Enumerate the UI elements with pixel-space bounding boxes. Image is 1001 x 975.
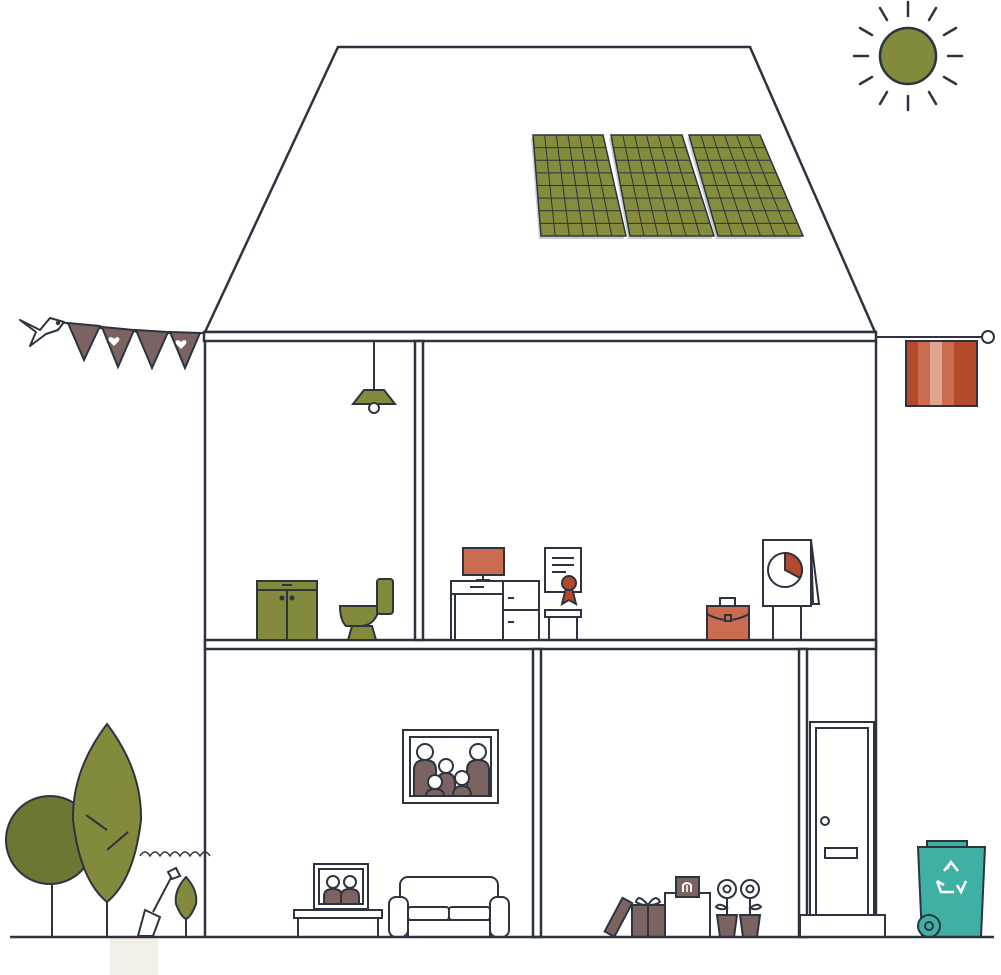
briefcase-icon [706, 597, 750, 641]
fence [110, 851, 211, 975]
pendant-lamp-icon [350, 341, 398, 414]
family-portrait-icon [402, 729, 499, 804]
cabinet-icon [256, 580, 318, 641]
bird-icon [19, 317, 65, 347]
sun-icon [852, 0, 964, 112]
flag-icon [876, 330, 995, 407]
couch-icon [388, 876, 510, 938]
pie-chart-easel-icon [762, 539, 821, 640]
front-door-icon [799, 721, 886, 938]
shovel-icon [136, 866, 182, 937]
gift-box-icon [603, 876, 711, 938]
house-frame [202, 330, 878, 939]
tree-icon [5, 722, 198, 937]
computer-desk-icon [450, 547, 540, 641]
side-table-photo-icon [293, 863, 383, 937]
bunting-icon [59, 321, 206, 371]
recycling-bin-icon [916, 840, 987, 938]
flower-pot-icon [714, 879, 763, 938]
solar-panel-icon [531, 134, 805, 239]
certificate-icon [544, 547, 582, 640]
toilet-icon [338, 578, 394, 641]
